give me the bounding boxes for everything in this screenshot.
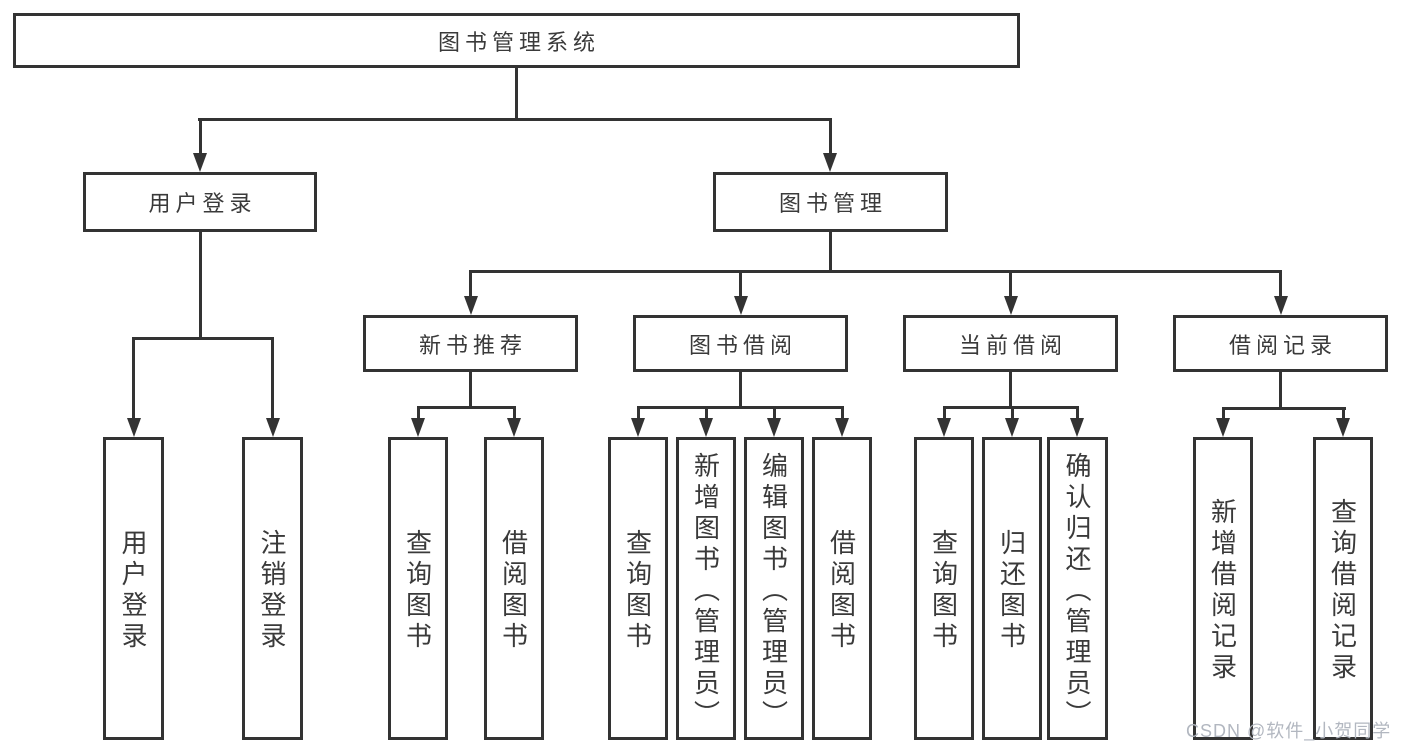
connector-line <box>132 337 135 420</box>
connector-line <box>943 406 946 420</box>
leaf-confirm-return-admin: 确认归还（管理员） <box>1047 437 1108 740</box>
node-library-system: 图书管理系统 <box>13 13 1020 68</box>
leaf-add-book-admin: 新增图书（管理员） <box>676 437 736 740</box>
connector-line <box>271 337 274 420</box>
leaf-query-book-2: 查询图书 <box>608 437 668 740</box>
leaf-borrow-book-2: 借阅图书 <box>812 437 872 740</box>
connector-line <box>1009 270 1012 298</box>
leaf-add-borrow-record: 新增借阅记录 <box>1193 437 1253 740</box>
connector-line <box>417 406 516 409</box>
arrowhead-icon <box>835 418 849 437</box>
leaf-edit-book-admin-label: 编辑图书（管理员） <box>758 451 789 731</box>
leaf-confirm-return-admin-label: 确认归还（管理员） <box>1062 451 1092 731</box>
connector-line <box>469 270 1282 273</box>
csdn-watermark: CSDN @软件_小贺同学 <box>1186 721 1392 741</box>
connector-line <box>637 406 844 409</box>
leaf-query-borrow-record: 查询借阅记录 <box>1313 437 1373 740</box>
connector-line <box>469 372 472 406</box>
arrowhead-icon <box>266 418 280 437</box>
connector-line <box>1279 372 1282 407</box>
arrowhead-icon <box>411 418 425 437</box>
connector-line <box>1279 270 1282 298</box>
arrowhead-icon <box>631 418 645 437</box>
node-book-borrowing: 图书借阅 <box>633 315 848 372</box>
leaf-add-book-admin-label: 新增图书（管理员） <box>690 451 721 731</box>
connector-line <box>637 406 640 420</box>
leaf-borrow-book-2-label: 借阅图书 <box>826 529 857 653</box>
arrowhead-icon <box>127 418 141 437</box>
leaf-user-login: 用户登录 <box>103 437 164 740</box>
arrowhead-icon <box>1274 296 1288 315</box>
leaf-query-book-1-label: 查询图书 <box>402 529 433 653</box>
connector-line <box>199 232 202 337</box>
arrowhead-icon <box>1070 418 1084 437</box>
leaf-query-book-3: 查询图书 <box>914 437 974 740</box>
node-book-management: 图书管理 <box>713 172 948 232</box>
leaf-edit-book-admin: 编辑图书（管理员） <box>744 437 804 740</box>
node-borrowing-records: 借阅记录 <box>1173 315 1388 372</box>
arrowhead-icon <box>823 153 837 172</box>
arrowhead-icon <box>193 153 207 172</box>
node-new-book-recommend: 新书推荐 <box>363 315 578 372</box>
connector-line <box>132 337 273 340</box>
arrowhead-icon <box>699 418 713 437</box>
node-current-borrowing: 当前借阅 <box>903 315 1118 372</box>
leaf-return-book-label: 归还图书 <box>996 529 1027 653</box>
connector-line <box>1011 406 1014 420</box>
arrowhead-icon <box>1004 296 1018 315</box>
leaf-query-book-2-label: 查询图书 <box>622 529 653 653</box>
connector-line <box>1342 407 1345 420</box>
connector-line <box>841 406 844 420</box>
arrowhead-icon <box>767 418 781 437</box>
connector-line <box>739 372 742 406</box>
arrowhead-icon <box>507 418 521 437</box>
connector-line <box>513 406 516 420</box>
connector-line <box>705 406 708 420</box>
connector-line <box>469 270 472 298</box>
connector-line <box>198 118 832 121</box>
leaf-borrow-book-1: 借阅图书 <box>484 437 544 740</box>
connector-line <box>829 232 832 270</box>
connector-line <box>1009 372 1012 406</box>
leaf-return-book: 归还图书 <box>982 437 1042 740</box>
arrowhead-icon <box>464 296 478 315</box>
leaf-user-login-label: 用户登录 <box>118 529 148 653</box>
connector-line <box>1076 406 1079 420</box>
leaf-logout-label: 注销登录 <box>257 529 287 653</box>
leaf-add-borrow-record-label: 新增借阅记录 <box>1207 498 1238 684</box>
arrowhead-icon <box>1005 418 1019 437</box>
connector-line <box>829 118 832 156</box>
arrowhead-icon <box>1216 418 1230 437</box>
arrowhead-icon <box>1336 418 1350 437</box>
connector-line <box>1222 407 1225 420</box>
node-user-login: 用户登录 <box>83 172 317 232</box>
connector-line <box>515 68 518 118</box>
arrowhead-icon <box>734 296 748 315</box>
arrowhead-icon <box>937 418 951 437</box>
connector-line <box>199 118 202 156</box>
leaf-query-borrow-record-label: 查询借阅记录 <box>1327 498 1358 684</box>
connector-line <box>1222 407 1346 410</box>
leaf-borrow-book-1-label: 借阅图书 <box>498 529 529 653</box>
leaf-query-book-3-label: 查询图书 <box>928 529 959 653</box>
leaf-query-book-1: 查询图书 <box>388 437 448 740</box>
connector-line <box>773 406 776 420</box>
connector-line <box>739 270 742 298</box>
connector-line <box>417 406 420 420</box>
leaf-logout: 注销登录 <box>242 437 303 740</box>
